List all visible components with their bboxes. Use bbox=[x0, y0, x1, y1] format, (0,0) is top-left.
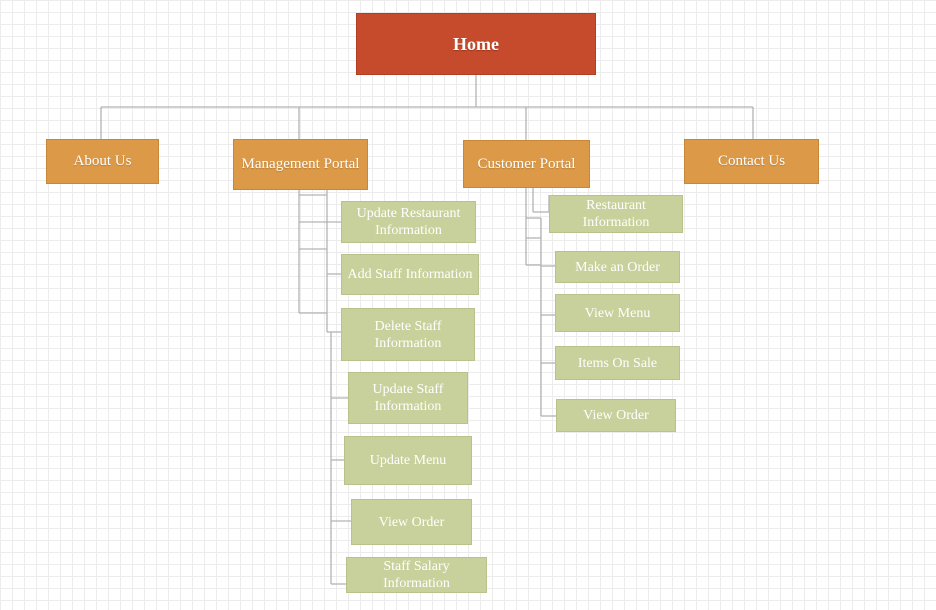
node-staff-salary-information: Staff Salary Information bbox=[346, 557, 487, 593]
node-customer-view-order: View Order bbox=[556, 399, 676, 432]
node-delete-staff-information: Delete Staff Information bbox=[341, 308, 475, 361]
node-management-view-order: View Order bbox=[351, 499, 472, 545]
node-contact-us: Contact Us bbox=[684, 139, 819, 184]
node-update-menu: Update Menu bbox=[344, 436, 472, 485]
node-items-on-sale: Items On Sale bbox=[555, 346, 680, 380]
node-management-portal: Management Portal bbox=[233, 139, 368, 190]
node-update-staff-information: Update Staff Information bbox=[348, 372, 468, 424]
node-restaurant-information: Restaurant Information bbox=[549, 195, 683, 233]
node-update-restaurant-information: Update Restaurant Information bbox=[341, 201, 476, 243]
node-about-us: About Us bbox=[46, 139, 159, 184]
node-view-menu: View Menu bbox=[555, 294, 680, 332]
node-make-an-order: Make an Order bbox=[555, 251, 680, 283]
node-add-staff-information: Add Staff Information bbox=[341, 254, 479, 295]
node-customer-portal: Customer Portal bbox=[463, 140, 590, 188]
node-home: Home bbox=[356, 13, 596, 75]
